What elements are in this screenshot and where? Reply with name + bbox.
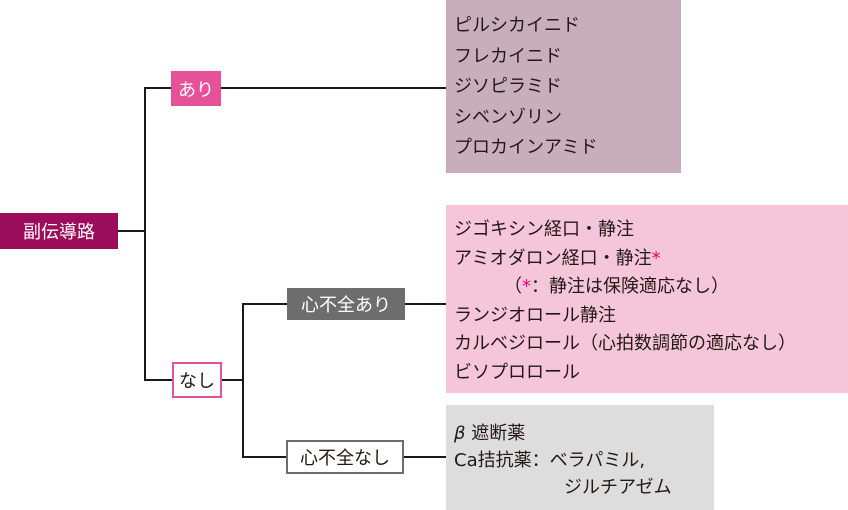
drug-item: ピルシカイニド bbox=[454, 15, 580, 36]
footnote: （*：静注は保険適応なし） bbox=[454, 273, 848, 302]
connector-hf-no-panel bbox=[404, 456, 446, 458]
drug-item: シベンゾリン bbox=[454, 106, 562, 128]
connector-branch-hf-no bbox=[242, 456, 286, 458]
connector-trunk-vertical bbox=[144, 87, 146, 381]
drug-item: アミオダロン経口・静注* bbox=[454, 245, 848, 274]
drug-class-label: Ca拮抗薬： bbox=[454, 450, 550, 471]
connector-no-branch bbox=[222, 379, 244, 381]
connector-branch-vertical bbox=[242, 303, 244, 458]
drug-item: β 遮断薬 bbox=[454, 420, 714, 447]
drug-panel-heart-failure-yes: ジゴキシン経口・静注 アミオダロン経口・静注* （*：静注は保険適応なし） ラン… bbox=[446, 205, 848, 393]
connector-root-trunk bbox=[118, 230, 146, 232]
branch-node-yes: あり bbox=[171, 71, 221, 106]
branch-node-no: なし bbox=[172, 362, 222, 398]
connector-trunk-no bbox=[144, 379, 172, 381]
connector-trunk-yes bbox=[144, 87, 171, 89]
drug-item: フレカイニド bbox=[454, 45, 562, 67]
drug-item-text: アミオダロン経口・静注 bbox=[454, 247, 652, 269]
drug-item: Ca拮抗薬：ベラパミル, bbox=[454, 447, 714, 474]
root-node-accessory-pathway: 副伝導路 bbox=[0, 213, 118, 249]
drug-item: プロカインアミド bbox=[454, 137, 598, 158]
drug-name: ベラパミル, bbox=[549, 450, 646, 471]
drug-class-label: 遮断薬 bbox=[471, 423, 526, 444]
footnote-open-paren: （ bbox=[504, 276, 522, 297]
drug-name: ジルチアゼム bbox=[564, 477, 672, 498]
drug-panel-heart-failure-no: β 遮断薬 Ca拮抗薬：ベラパミル, ジルチアゼム bbox=[446, 405, 714, 510]
drug-item: ジソピラミド bbox=[454, 76, 562, 97]
asterisk-mark: * bbox=[522, 276, 531, 297]
asterisk-mark: * bbox=[651, 247, 661, 269]
branch-node-heart-failure-no: 心不全なし bbox=[286, 440, 404, 474]
branch-node-heart-failure-yes: 心不全あり bbox=[287, 288, 405, 320]
drug-panel-accessory-pathway-yes: ピルシカイニド フレカイニド ジソピラミド シベンゾリン プロカインアミド bbox=[446, 0, 681, 173]
drug-item: ジゴキシン経口・静注 bbox=[454, 219, 634, 240]
beta-symbol: β bbox=[454, 423, 466, 444]
drug-item: ビソプロロール bbox=[454, 361, 580, 383]
connector-hf-yes-panel bbox=[405, 303, 446, 305]
connector-yes-panel bbox=[221, 87, 446, 89]
drug-item: ランジオロール静注 bbox=[454, 304, 616, 326]
footnote-text: ：静注は保険適応なし） bbox=[531, 276, 729, 297]
connector-branch-hf-yes bbox=[242, 303, 287, 305]
drug-item: カルベジロール（心拍数調節の適応なし） bbox=[454, 333, 796, 354]
